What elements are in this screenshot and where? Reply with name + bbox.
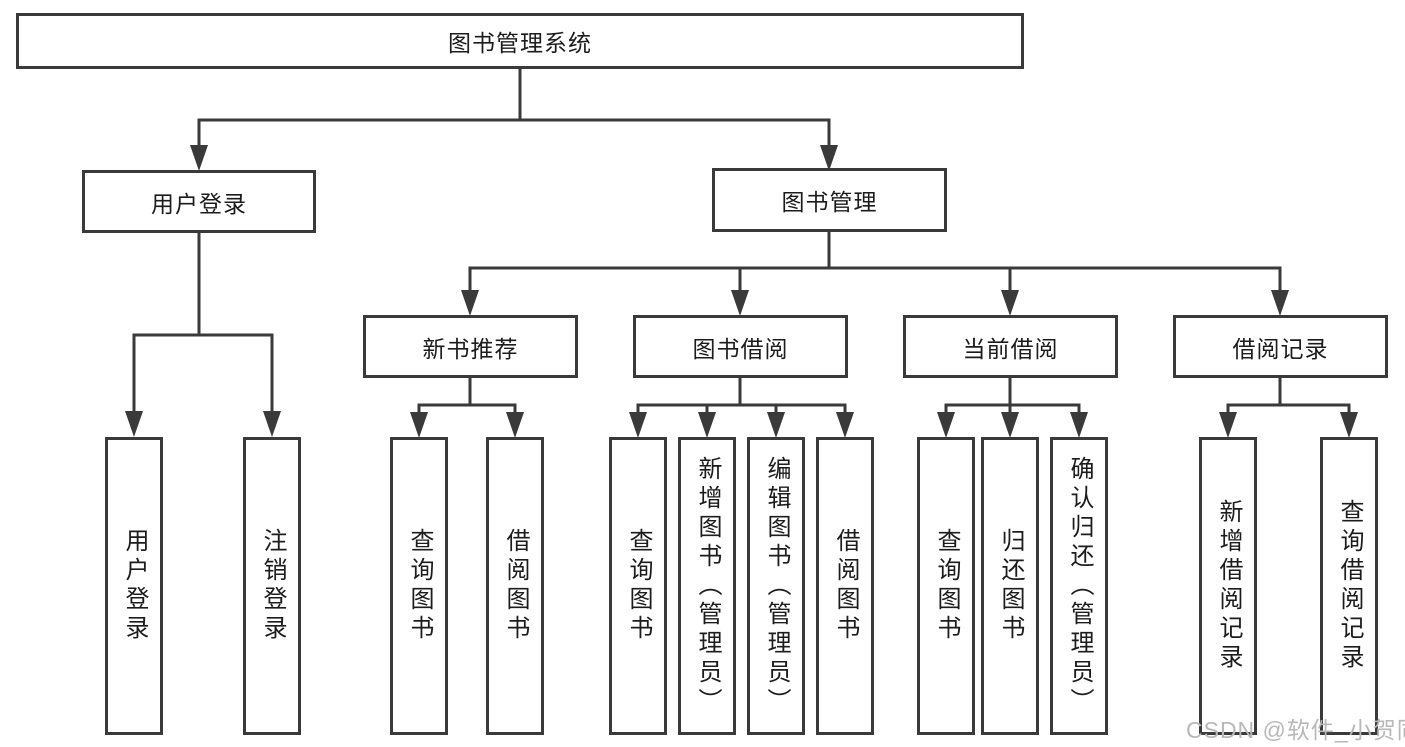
- connector-borrow-records-to-leaves: [1219, 378, 1358, 438]
- leaf-current-confirm-return-admin: 确认归还（管理员）: [1050, 437, 1108, 735]
- connector-current-borrow-to-leaves: [937, 378, 1088, 438]
- node-book-management: 图书管理: [712, 168, 947, 232]
- connector-new-book-recommend-to-leaves: [410, 378, 524, 438]
- connector-book-borrow-to-leaves: [629, 378, 854, 438]
- leaf-records-add-record: 新增借阅记录: [1199, 437, 1257, 735]
- connector-book-management-to-level3: [461, 232, 1289, 316]
- node-book-borrow-label: 图书借阅: [692, 335, 789, 362]
- node-current-borrow: 当前借阅: [903, 315, 1118, 378]
- leaf-newbook-query-books: 查询图书: [390, 437, 448, 735]
- node-new-book-recommend: 新书推荐: [363, 315, 578, 378]
- csdn-watermark: CSDN @软件_小贺同学: [1186, 717, 1405, 743]
- leaf-newbook-borrow-books: 借阅图书: [486, 437, 544, 735]
- leaf-records-query-record: 查询借阅记录: [1320, 437, 1378, 735]
- leaf-borrow-query-books: 查询图书: [609, 437, 667, 735]
- node-current-borrow-label: 当前借阅: [962, 335, 1059, 362]
- leaf-user-login: 用户登录: [105, 437, 163, 735]
- node-user-login-label: 用户登录: [151, 190, 247, 217]
- node-root-label: 图书管理系统: [448, 30, 592, 56]
- leaf-current-query-books: 查询图书: [917, 437, 975, 735]
- connector-user-login-to-leaves: [125, 233, 281, 437]
- leaf-borrow-borrow-books: 借阅图书: [816, 437, 874, 735]
- leaf-borrow-add-books-admin: 新增图书（管理员）: [678, 437, 736, 735]
- node-book-management-label: 图书管理: [781, 189, 878, 215]
- leaf-logout: 注销登录: [243, 437, 301, 735]
- node-root-system: 图书管理系统: [16, 13, 1024, 69]
- leaf-borrow-edit-books-admin: 编辑图书（管理员）: [747, 437, 805, 735]
- node-user-login: 用户登录: [82, 170, 316, 233]
- node-book-borrow: 图书借阅: [633, 315, 848, 378]
- node-new-book-recommend-label: 新书推荐: [422, 335, 519, 362]
- connector-root-to-level2: [190, 68, 838, 171]
- node-borrow-records-label: 借阅记录: [1232, 335, 1329, 362]
- node-borrow-records: 借阅记录: [1173, 315, 1388, 378]
- leaf-current-return-books: 归还图书: [981, 437, 1039, 735]
